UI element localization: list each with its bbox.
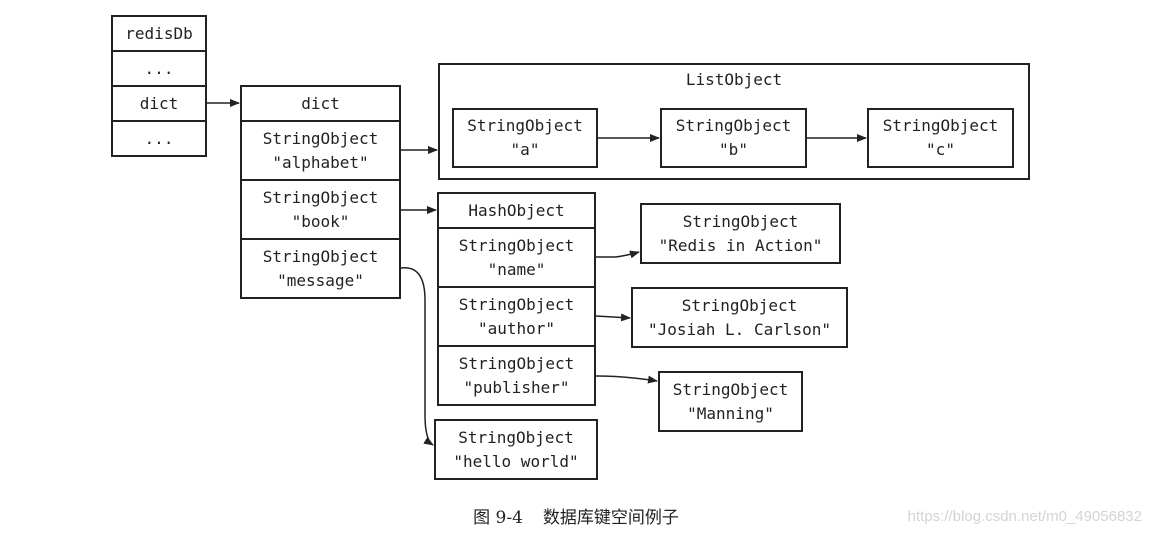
hash-value-text: "Josiah L. Carlson" (647, 319, 832, 339)
redisdb-row-label: ... (144, 58, 174, 78)
dict-entry-value: "message" (277, 270, 364, 290)
hash-field-publisher: StringObject "publisher" (437, 345, 596, 406)
hash-field-value: "publisher" (463, 377, 570, 397)
list-item-type: StringObject (882, 116, 999, 135)
dict-title-cell: dict (240, 85, 401, 122)
dict-title: dict (301, 93, 340, 113)
dict-entry-book: StringObject "book" (240, 179, 401, 240)
hash-value-text: "Redis in Action" (658, 235, 823, 255)
hash-value-josiah: StringObject "Josiah L. Carlson" (631, 287, 848, 348)
list-item-type: StringObject (467, 116, 583, 135)
dict-entry-type: StringObject (262, 128, 379, 148)
redisdb-row-dict: dict (111, 85, 207, 122)
hash-field-type: StringObject (458, 235, 575, 255)
dict-entry-alphabet: StringObject "alphabet" (240, 120, 401, 181)
figure-caption: 图 9-4 数据库键空间例子 (0, 503, 1152, 528)
list-item-c: StringObject "c" (867, 108, 1014, 168)
arrow-message-to-hello (400, 267, 434, 446)
list-item-b: StringObject "b" (660, 108, 807, 168)
list-object-frame (438, 63, 1030, 180)
message-value-text: "hello world" (453, 451, 579, 471)
message-value-type: StringObject (458, 427, 574, 447)
list-item-value: "a" (510, 140, 540, 159)
hash-field-value: "name" (487, 259, 546, 279)
redisdb-row-ellipsis-2: ... (111, 120, 207, 157)
figure-number: 图 9-4 (473, 508, 523, 528)
arrow-name-to-value (596, 250, 640, 259)
arrow-publisher-to-value (595, 375, 658, 384)
redisdb-row-label: dict (139, 93, 179, 113)
dict-entry-value: "alphabet" (272, 152, 369, 172)
message-value-box: StringObject "hello world" (434, 419, 598, 480)
redisdb-row-label: ... (144, 128, 174, 148)
hash-title: HashObject (468, 200, 565, 220)
dict-entry-type: StringObject (262, 187, 379, 207)
hash-field-author: StringObject "author" (437, 286, 596, 347)
list-item-a: StringObject "a" (452, 108, 598, 168)
hash-value-manning: StringObject "Manning" (658, 371, 803, 432)
list-object-title: ListObject (685, 70, 783, 89)
hash-value-redis-in-action: StringObject "Redis in Action" (640, 203, 841, 264)
hash-field-type: StringObject (458, 294, 575, 314)
dict-entry-value: "book" (291, 211, 350, 231)
hash-field-value: "author" (477, 318, 556, 338)
figure-caption-text: 数据库键空间例子 (542, 508, 679, 528)
list-item-type: StringObject (675, 116, 792, 135)
dict-entry-type: StringObject (262, 246, 379, 266)
hash-value-text: "Manning" (687, 403, 774, 423)
redisdb-title: redisDb (125, 23, 193, 43)
redisdb-title-cell: redisDb (111, 15, 207, 52)
hash-value-type: StringObject (681, 295, 798, 315)
watermark: https://blog.csdn.net/m0_49056832 (907, 508, 1142, 525)
dict-entry-message: StringObject "message" (240, 238, 401, 299)
hash-value-type: StringObject (672, 379, 789, 399)
hash-value-type: StringObject (682, 211, 799, 231)
list-item-value: "c" (926, 140, 955, 159)
hash-field-type: StringObject (458, 353, 575, 373)
arrow-author-to-value (595, 313, 631, 322)
list-item-value: "b" (719, 140, 748, 159)
